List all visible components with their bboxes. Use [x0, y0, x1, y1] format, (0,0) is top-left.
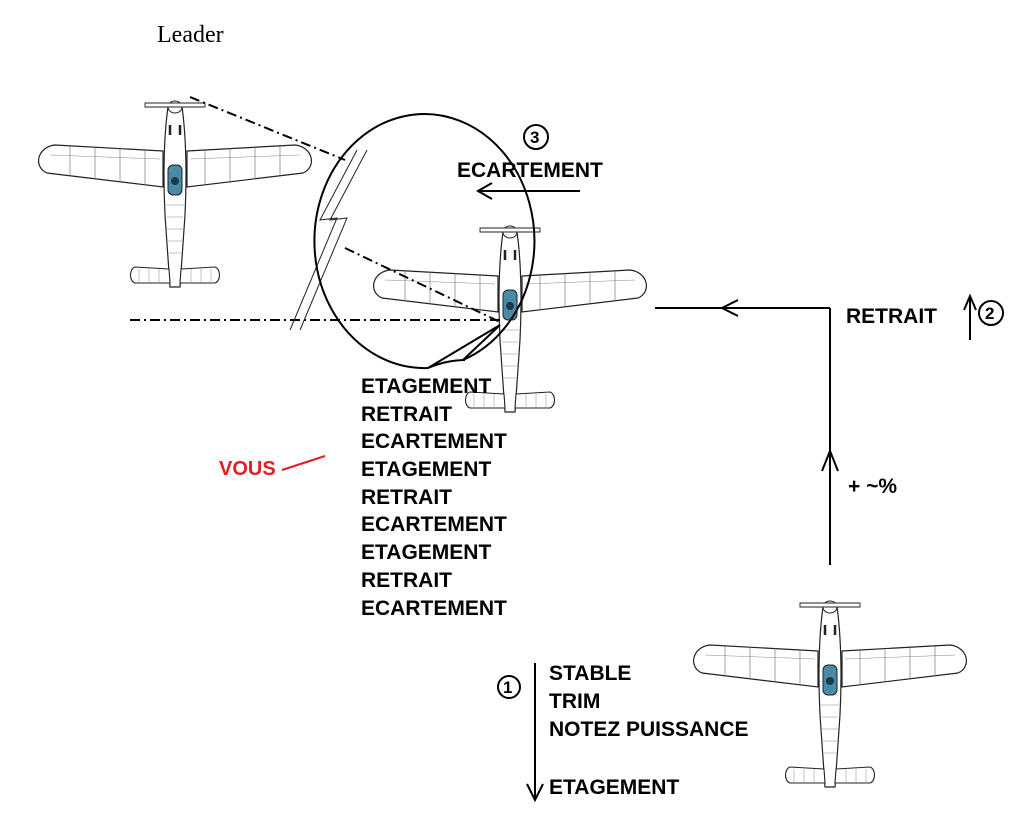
bubble-line: ETAGEMENT — [361, 541, 492, 565]
sight-line-you — [344, 247, 501, 323]
step3-circle — [523, 124, 549, 150]
you-label: VOUS — [219, 458, 276, 480]
bubble-line: ETAGEMENT — [361, 458, 492, 482]
step1-end-label: ETAGEMENT — [549, 776, 680, 799]
step1-line-power: NOTEZ PUISSANCE — [549, 718, 749, 741]
climb-label: + ~% — [848, 475, 898, 498]
bubble-line: ETAGEMENT — [361, 375, 492, 398]
step2-circle — [978, 300, 1004, 326]
bubble-line: RETRAIT — [361, 402, 452, 426]
bubble-line: RETRAIT — [361, 485, 452, 509]
bubble-sequence: ETAGEMENT RETRAIT ECARTEMENT ETAGEMENT R… — [361, 373, 507, 622]
leader-label: Leader — [157, 22, 224, 48]
bubble-line: RETRAIT — [361, 568, 452, 592]
step1-line-trim: TRIM — [549, 690, 601, 713]
bubble-line: ECARTEMENT — [361, 430, 507, 454]
step3-label: ECARTEMENT — [457, 159, 603, 182]
step1-circle — [497, 675, 521, 699]
speech-bubble — [313, 113, 536, 370]
step2-number: 2 — [985, 304, 995, 323]
start-plane — [692, 599, 968, 789]
step2-label: RETRAIT — [846, 305, 937, 328]
you-pointer-line — [281, 455, 326, 471]
distance-break-symbol — [289, 149, 368, 331]
bubble-line: ECARTEMENT — [361, 596, 507, 620]
sight-line-leader — [189, 96, 346, 161]
step1-line-stable: STABLE — [549, 662, 632, 685]
step3-number: 3 — [530, 128, 540, 147]
step1-number: 1 — [503, 678, 513, 697]
bubble-line: ECARTEMENT — [361, 513, 507, 537]
